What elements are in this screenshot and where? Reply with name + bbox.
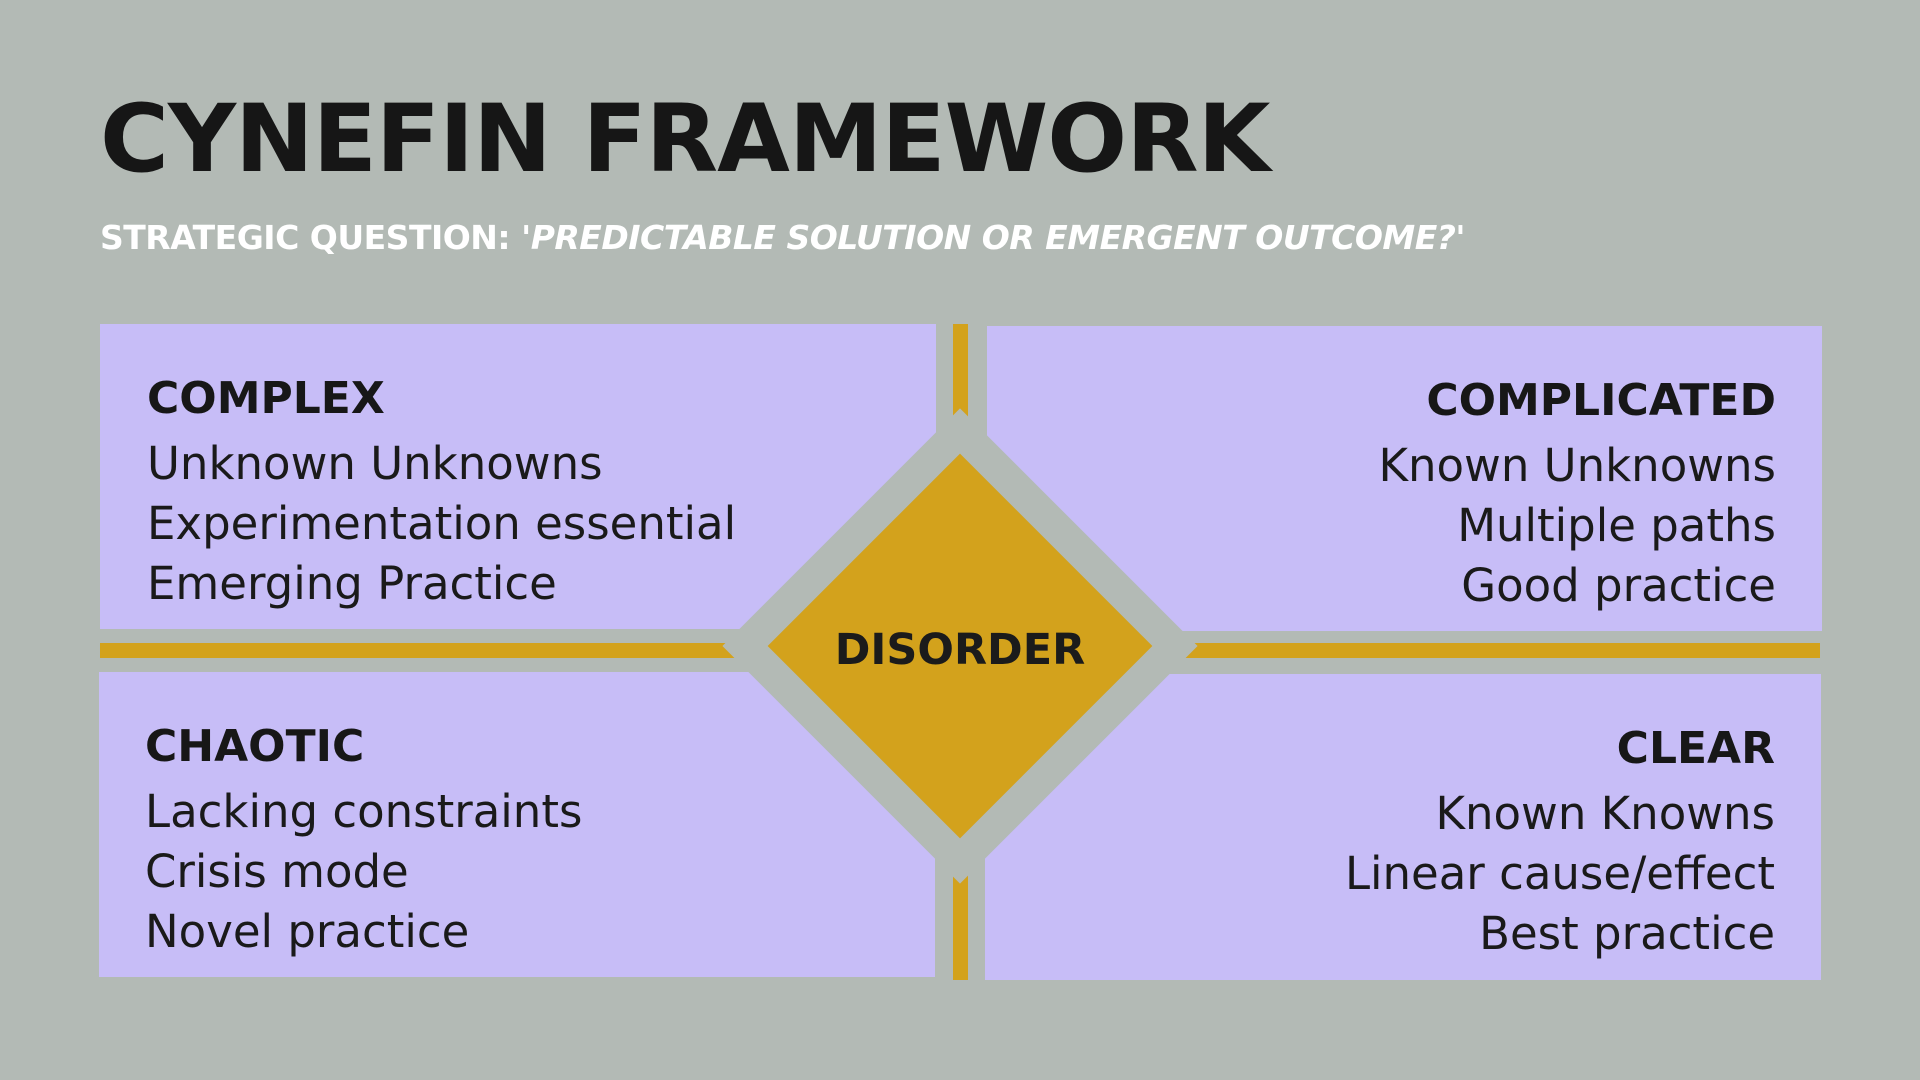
quadrant-complicated: COMPLICATED Known Unknowns Multiple path… [987, 326, 1822, 631]
divider-bar-right [1180, 643, 1820, 658]
strategic-question-prefix: STRATEGIC QUESTION: [100, 218, 522, 257]
quadrant-chaotic-line-2: Crisis mode [145, 845, 409, 898]
quadrant-chaotic: CHAOTIC Lacking constraints Crisis mode … [99, 672, 935, 977]
quadrant-complicated-title: COMPLICATED [1426, 375, 1776, 426]
quadrant-clear-line-1: Known Knowns [1435, 787, 1775, 840]
strategic-question-text: 'PREDICTABLE SOLUTION OR EMERGENT OUTCOM… [521, 218, 1466, 257]
quadrant-complicated-line-2: Multiple paths [1457, 499, 1776, 552]
disorder-label: DISORDER [834, 625, 1086, 675]
quadrant-complex-title: COMPLEX [147, 373, 385, 424]
quadrant-chaotic-title: CHAOTIC [145, 721, 365, 772]
quadrant-complex-line-2: Experimentation essential [147, 497, 737, 550]
quadrant-complex: COMPLEX Unknown Unknowns Experimentation… [100, 324, 936, 629]
quadrant-clear-line-2: Linear cause/effect [1344, 847, 1775, 900]
divider-bar-bottom [953, 875, 968, 980]
quadrant-chaotic-line-1: Lacking constraints [145, 785, 583, 838]
quadrant-complex-line-1: Unknown Unknowns [147, 437, 603, 490]
quadrant-chaotic-line-3: Novel practice [145, 905, 470, 958]
divider-bar-top [953, 324, 968, 428]
page-title: CYNEFIN FRAMEWORK [100, 85, 1270, 194]
quadrant-clear-line-3: Best practice [1479, 907, 1775, 960]
quadrant-clear-title: CLEAR [1616, 723, 1775, 774]
quadrant-complicated-line-1: Known Unknowns [1378, 439, 1776, 492]
divider-bar-left [100, 643, 740, 658]
quadrant-complicated-line-3: Good practice [1461, 559, 1776, 612]
strategic-question: STRATEGIC QUESTION: 'PREDICTABLE SOLUTIO… [100, 218, 1466, 258]
quadrant-complex-line-3: Emerging Practice [147, 557, 557, 610]
quadrant-clear: CLEAR Known Knowns Linear cause/effect B… [985, 674, 1821, 980]
